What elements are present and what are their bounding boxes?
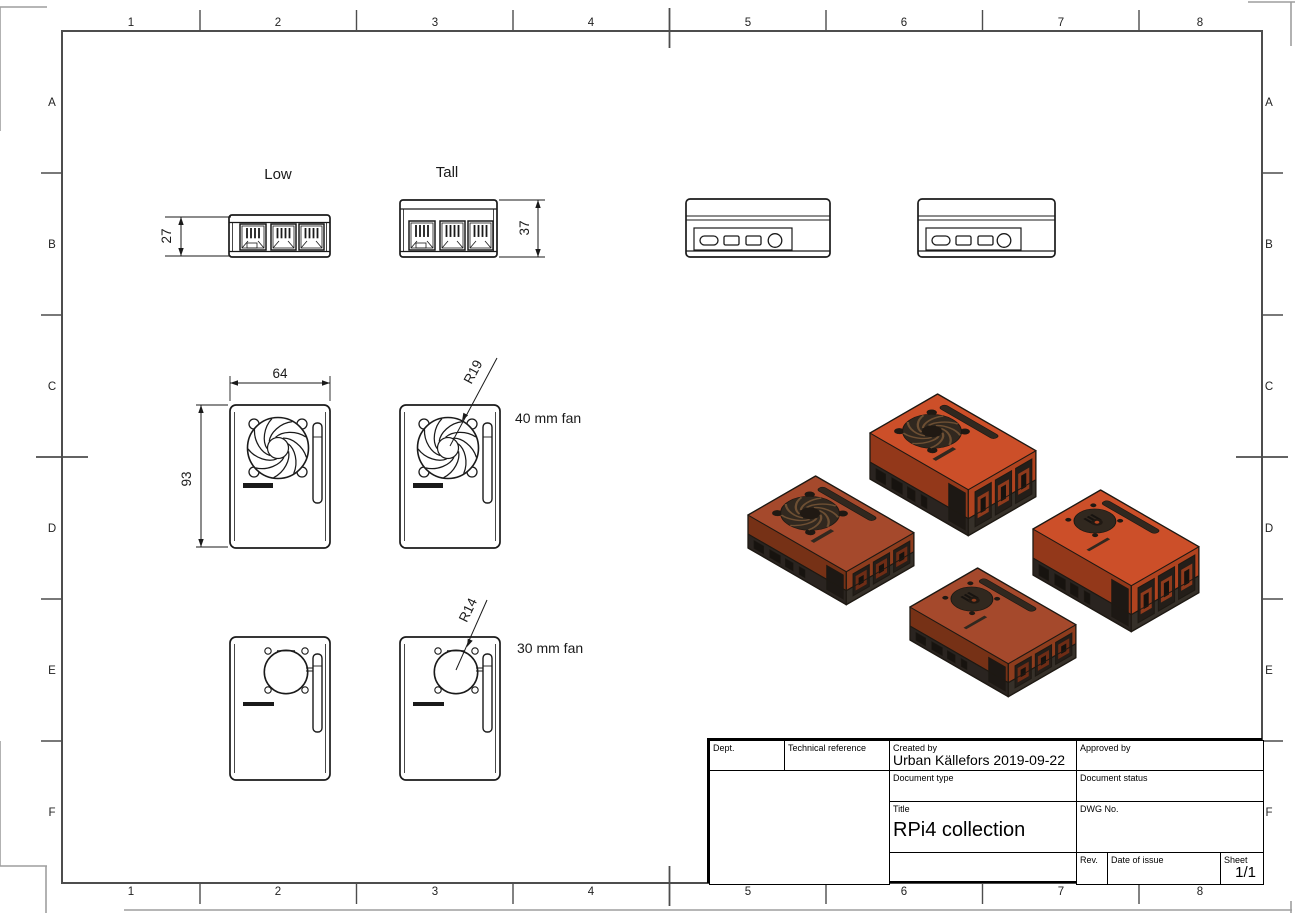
zone-row-label-left: C [48, 381, 56, 393]
zone-row-label-left: A [48, 97, 56, 109]
dwg-no-label: DWG No. [1080, 804, 1119, 814]
zone-column-label-top: 4 [588, 17, 595, 29]
note-30mm-fan: 30 mm fan [517, 640, 583, 656]
zone-column-label-top: 2 [275, 17, 281, 29]
zone-row-label-right: B [1265, 239, 1273, 251]
zone-row-label-right: C [1265, 381, 1273, 393]
top-view-40mm-dimensioned-details [243, 416, 323, 504]
technical-reference-label: Technical reference [788, 743, 867, 753]
top-view-30mm-radius-details [413, 647, 493, 733]
iso-case-low-30mm-fan [908, 567, 1077, 698]
zone-row-label-right: A [1265, 97, 1273, 109]
label-tall: Tall [436, 164, 459, 181]
dim-37-text: 37 [517, 220, 532, 235]
sheet-number: 1/1 [1235, 864, 1256, 881]
radius-r14-text: R14 [456, 595, 481, 624]
iso-case-low-40mm-fan-top-details [772, 486, 877, 543]
created-by-label: Created by [893, 743, 938, 753]
border-ticks [36, 8, 1288, 906]
dim-64-text: 64 [272, 366, 288, 381]
side-view-low-case [685, 198, 831, 258]
label-low: Low [264, 166, 292, 183]
title-block-dept-cell: Dept. [709, 740, 785, 771]
zone-row-label-left: F [48, 807, 55, 819]
dept-label: Dept. [713, 743, 735, 753]
top-view-40mm-radius [399, 404, 501, 549]
zone-row-label-left: B [48, 239, 56, 251]
dim-93-text: 93 [179, 471, 194, 486]
zone-column-label-bottom: 8 [1197, 886, 1203, 898]
drawing-title: RPi4 collection [893, 819, 1026, 841]
top-view-40mm-radius-details [413, 416, 493, 504]
iso-case-tall-30mm-fan-top-details [1065, 500, 1160, 552]
top-view-40mm-dimensioned [229, 404, 331, 549]
top-view-30mm-radius [399, 636, 501, 781]
radius-r19-text: R19 [461, 357, 486, 386]
title-block-created-by-cell: Created by Urban Källefors 2019-09-22 [889, 740, 1077, 771]
zone-column-label-bottom: 5 [745, 886, 751, 898]
zone-row-label-right: E [1265, 665, 1273, 677]
zone-column-label-top: 1 [128, 17, 134, 29]
zone-column-label-bottom: 7 [1058, 886, 1064, 898]
title-block-document-status-cell: Document status [1076, 770, 1264, 802]
created-by-value: Urban Källefors 2019-09-22 [893, 752, 1065, 768]
approved-by-label: Approved by [1080, 743, 1131, 753]
front-view-tall [399, 199, 498, 258]
iso-case-low-30mm-fan-top-details [942, 578, 1037, 630]
date-of-issue-label: Date of issue [1111, 855, 1164, 865]
title-block-title-cell: Title RPi4 collection [889, 801, 1077, 853]
zone-row-label-left: E [48, 665, 56, 677]
zone-column-label-bottom: 4 [588, 886, 595, 898]
zone-column-label-bottom: 1 [128, 886, 134, 898]
zone-row-label-left: D [48, 523, 56, 535]
title-block-date-of-issue-cell: Date of issue [1107, 852, 1221, 885]
title-block-empty-cell [709, 770, 890, 885]
title-block-approved-by-cell: Approved by [1076, 740, 1264, 771]
document-type-label: Document type [893, 773, 954, 783]
title-block-sheet-cell: Sheet 1/1 [1220, 852, 1264, 885]
note-40mm-fan: 40 mm fan [515, 410, 581, 426]
side-view-tall-case [917, 198, 1056, 258]
front-view-low [228, 214, 331, 258]
zone-row-label-right: D [1265, 523, 1273, 535]
sheet-label: Sheet [1224, 855, 1248, 865]
title-label: Title [893, 804, 910, 814]
zone-column-label-bottom: 6 [901, 886, 907, 898]
iso-case-tall-40mm-fan-top-details [894, 404, 999, 461]
title-block: Dept. Technical reference Created by Urb… [707, 738, 1264, 885]
zone-column-label-top: 8 [1197, 17, 1203, 29]
zone-row-label-right: F [1265, 807, 1272, 819]
zone-column-label-bottom: 3 [432, 886, 438, 898]
title-block-technical-reference-cell: Technical reference [784, 740, 890, 771]
iso-case-low-40mm-fan [746, 475, 915, 606]
zone-column-label-bottom: 2 [275, 886, 281, 898]
iso-case-tall-40mm-fan [868, 393, 1037, 537]
title-block-dwg-no-cell: DWG No. [1076, 801, 1264, 853]
title-block-document-type-cell: Document type [889, 770, 1077, 802]
zone-column-label-top: 5 [745, 17, 751, 29]
rev-label: Rev. [1080, 855, 1098, 865]
document-status-label: Document status [1080, 773, 1148, 783]
zone-column-label-top: 3 [432, 17, 438, 29]
zone-column-label-top: 7 [1058, 17, 1064, 29]
top-view-30mm-plain-details [243, 647, 323, 733]
top-view-30mm-plain [229, 636, 331, 781]
iso-case-tall-30mm-fan [1031, 489, 1200, 633]
title-block-rev-cell: Rev. [1076, 852, 1108, 885]
dim-27-text: 27 [159, 228, 174, 243]
zone-column-label-top: 6 [901, 17, 907, 29]
